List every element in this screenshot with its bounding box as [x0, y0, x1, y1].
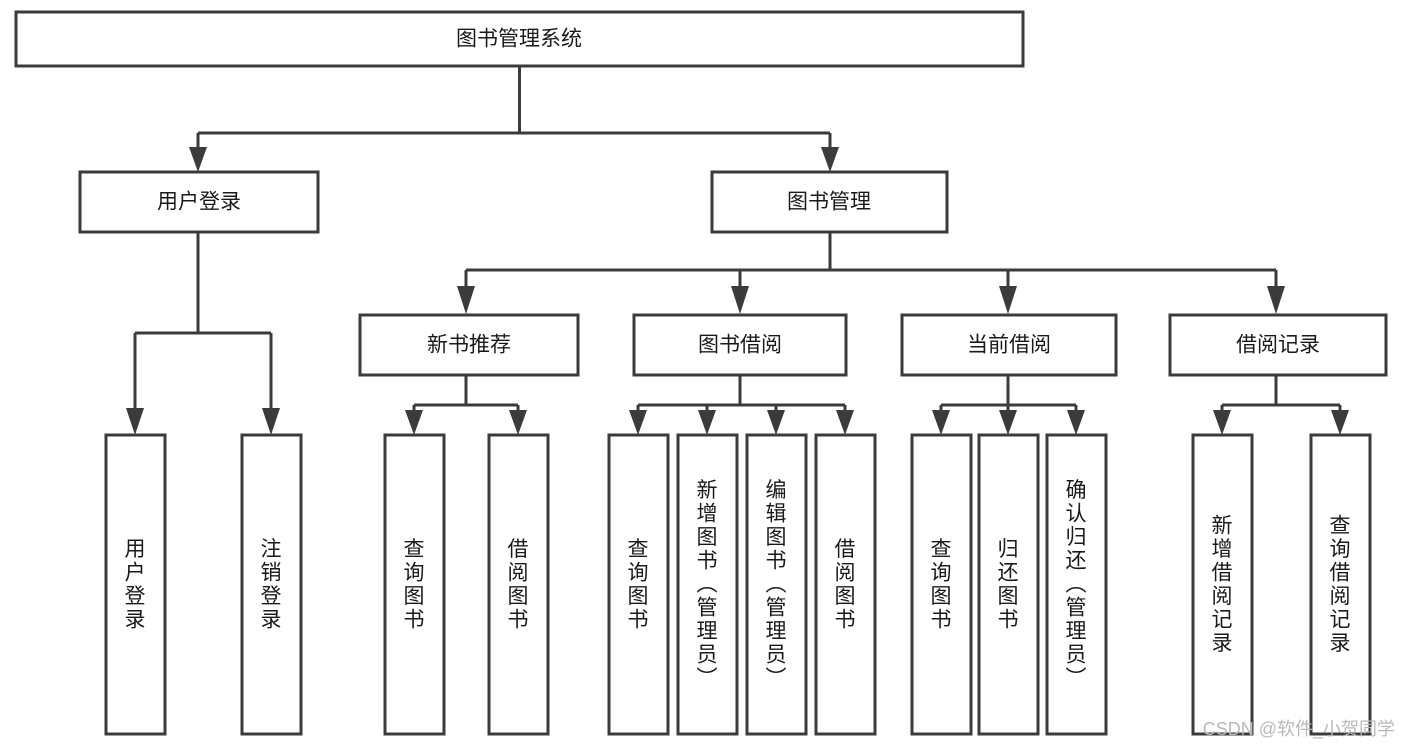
leaf-label-nb-borrow: 借阅图书 [508, 538, 529, 632]
leaf-node[interactable]: 编辑图书︵管理员︶ [745, 433, 808, 736]
arrow-borrow-leaf-4 [836, 410, 854, 435]
arrow-current-leaf-3 [1067, 410, 1085, 435]
leaf-label-user-login: 用户登录 [125, 538, 146, 632]
leaf-box-cb-return [977, 433, 1040, 736]
node-borrow-record-box [1168, 313, 1388, 377]
leaf-box-br-add [1191, 433, 1254, 736]
node-borrow-record-label: 借阅记录 [1236, 334, 1320, 357]
arrow-bookmgmt-to-record [1267, 286, 1285, 314]
node-book-borrow-box [632, 313, 848, 377]
leaf-node[interactable]: 归还图书 [977, 433, 1040, 736]
leaf-label-bb-edit: 编辑图书︵管理员︶ [766, 479, 787, 690]
leaf-label-bb-query: 查询图书 [628, 538, 649, 632]
arrow-borrow-leaf-3 [767, 410, 785, 435]
leaf-box-bb-add [676, 433, 739, 736]
arrow-current-leaf-1 [932, 410, 950, 435]
node-user-login-label: 用户登录 [157, 191, 241, 214]
leaf-node[interactable]: 注销登录 [240, 433, 303, 736]
leaf-label-nb-query: 查询图书 [404, 538, 425, 632]
leaf-node[interactable]: 查询借阅记录 [1309, 433, 1372, 736]
arrow-bookmgmt-to-borrow [731, 286, 749, 314]
arrow-bookmgmt-to-newbook [457, 286, 475, 314]
leaf-box-nb-borrow [487, 433, 550, 736]
node-borrow-record[interactable]: 借阅记录 [1168, 313, 1388, 377]
arrow-borrow-leaf-1 [629, 410, 647, 435]
connector-group-record [1213, 375, 1349, 435]
arrow-root-to-bookmgmt [821, 147, 839, 172]
leaf-node[interactable]: 查询图书 [910, 433, 973, 736]
node-book-borrow[interactable]: 图书借阅 [632, 313, 848, 377]
leaf-node[interactable]: 查询图书 [383, 433, 446, 736]
arrow-current-leaf-2 [999, 410, 1017, 435]
leaf-node[interactable]: 确认归还︵管理员︶ [1045, 433, 1108, 736]
leaf-box-bb-query [607, 433, 670, 736]
leaf-box-bb-edit [745, 433, 808, 736]
arrow-record-leaf-2 [1331, 410, 1349, 435]
node-book-management-box [710, 170, 949, 234]
leaf-node[interactable]: 查询图书 [607, 433, 670, 736]
node-root-box [14, 10, 1025, 68]
leaf-box-cb-confirm [1045, 433, 1108, 736]
leaf-label-br-query: 查询借阅记录 [1330, 514, 1351, 655]
arrow-newbook-leaf-1 [405, 410, 423, 435]
leaf-box-nb-query [383, 433, 446, 736]
leaf-node[interactable]: 借阅图书 [814, 433, 877, 736]
leaf-label-cb-confirm: 确认归还︵管理员︶ [1066, 479, 1087, 690]
leaf-label-bb-borrow: 借阅图书 [835, 538, 856, 632]
connector-group-current [932, 375, 1085, 435]
connector-group-root [189, 66, 839, 172]
leaf-label-br-add: 新增借阅记录 [1212, 514, 1233, 655]
connector-group-newbook [405, 375, 527, 435]
node-root-system[interactable]: 图书管理系统 [14, 10, 1025, 68]
node-new-book-recommend-box [358, 313, 580, 377]
leaf-node[interactable]: 新增图书︵管理员︶ [676, 433, 739, 736]
arrow-userlogin-leaf-1 [126, 408, 144, 435]
node-book-borrow-label: 图书借阅 [698, 334, 782, 357]
arrow-bookmgmt-to-current [999, 286, 1017, 314]
leaf-node[interactable]: 新增借阅记录 [1191, 433, 1254, 736]
leaf-node[interactable]: 用户登录 [104, 433, 167, 736]
leaf-box-user-login [104, 433, 167, 736]
node-current-borrow-label: 当前借阅 [967, 334, 1051, 357]
node-current-borrow-box [900, 313, 1118, 377]
arrow-root-to-userlogin [189, 147, 207, 172]
node-current-borrow[interactable]: 当前借阅 [900, 313, 1118, 377]
leaf-box-logout [240, 433, 303, 736]
arrow-record-leaf-1 [1213, 410, 1231, 435]
leaf-box-br-query [1309, 433, 1372, 736]
node-root-label: 图书管理系统 [456, 28, 582, 51]
arrow-borrow-leaf-2 [698, 410, 716, 435]
leaf-label-cb-query: 查询图书 [931, 538, 952, 632]
node-user-login-box [78, 170, 320, 234]
node-user-login[interactable]: 用户登录 [78, 170, 320, 234]
leaf-node[interactable]: 借阅图书 [487, 433, 550, 736]
node-new-book-recommend-label: 新书推荐 [427, 334, 511, 357]
node-book-management-label: 图书管理 [787, 191, 871, 214]
arrow-userlogin-leaf-2 [262, 408, 280, 435]
leaf-box-cb-query [910, 433, 973, 736]
node-book-management[interactable]: 图书管理 [710, 170, 949, 234]
leaf-label-bb-add: 新增图书︵管理员︶ [697, 479, 718, 690]
arrow-newbook-leaf-2 [509, 410, 527, 435]
leaf-box-bb-borrow [814, 433, 877, 736]
node-new-book-recommend[interactable]: 新书推荐 [358, 313, 580, 377]
connector-group-userlogin [126, 232, 280, 435]
leaf-label-logout: 注销登录 [261, 538, 282, 632]
leaf-label-cb-return: 归还图书 [998, 538, 1019, 632]
connector-group-bookmgmt [457, 232, 1285, 314]
connector-group-borrow [629, 375, 854, 435]
